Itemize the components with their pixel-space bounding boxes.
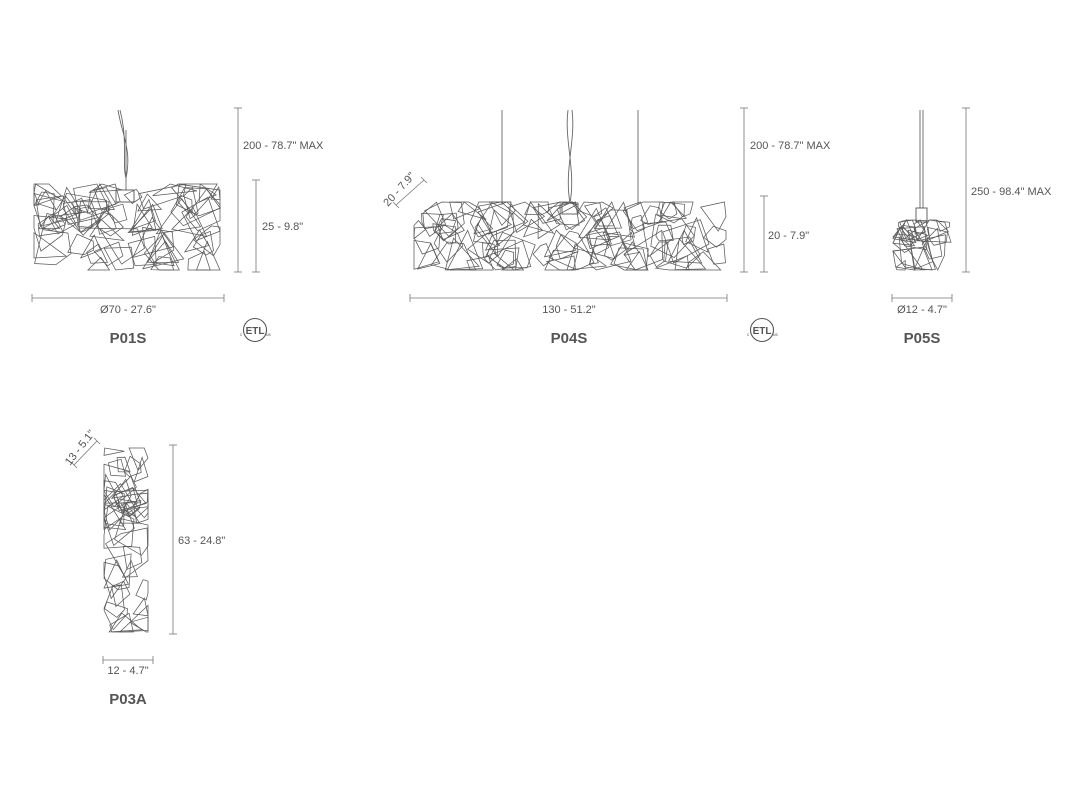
p04s-power-cable [566, 109, 574, 204]
p05s-height-max-label: 250 - 98.4" MAX [971, 186, 1052, 198]
product-p03a: 63 - 24.8" 12 - 4.7" 13 - 5.1" P03A [63, 428, 226, 708]
p03a-dimension-lines [70, 437, 177, 664]
p04s-depth-label: 20 - 7.9" [381, 170, 418, 209]
p01s-diameter-label: Ø70 - 27.6" [100, 304, 156, 316]
p03a-height-label: 63 - 24.8" [178, 535, 225, 547]
p04s-model-label: P04S [551, 330, 588, 347]
p03a-wireframe-body [103, 447, 149, 633]
p01s-height-max-label: 200 - 78.7" MAX [243, 140, 324, 152]
p03a-width-label: 12 - 4.7" [107, 665, 148, 677]
p05s-diameter-label: Ø12 - 4.7" [897, 304, 947, 316]
p05s-lamp-drawing [892, 110, 952, 271]
p01s-lamp-drawing [33, 109, 221, 271]
p01s-model-label: P01S [110, 330, 147, 347]
svg-text:c: c [240, 332, 243, 337]
p03a-model-label: P03A [109, 691, 147, 708]
svg-text:c: c [747, 332, 750, 337]
svg-text:us: us [773, 332, 779, 337]
p04s-lamp-drawing [413, 109, 727, 271]
p01s-etl-cert-icon: c us [240, 317, 272, 343]
p03a-depth-label: 13 - 5.1" [63, 428, 98, 468]
p04s-length-label: 130 - 51.2" [542, 304, 596, 316]
p01s-body-height-label: 25 - 9.8" [262, 221, 303, 233]
p05s-wireframe-body [892, 219, 952, 271]
product-p04s: 200 - 78.7" MAX 20 - 7.9" 130 - 51.2" 20… [381, 107, 831, 347]
p03a-lamp-drawing [103, 447, 149, 633]
p05s-model-label: P05S [904, 330, 941, 347]
p01s-dimension-lines [31, 107, 260, 302]
product-p05s: 250 - 98.4" MAX Ø12 - 4.7" P05S [891, 107, 1052, 347]
svg-text:us: us [266, 332, 272, 337]
product-p01s: 200 - 78.7" MAX 25 - 9.8" Ø70 - 27.6" P0… [31, 107, 324, 347]
p04s-dimension-lines [392, 107, 768, 302]
p05s-socket [915, 207, 928, 223]
p01s-wireframe-body [33, 183, 221, 271]
p04s-body-height-label: 20 - 7.9" [768, 230, 809, 242]
p05s-dimension-lines [891, 107, 970, 302]
p04s-wireframe-body [413, 201, 727, 271]
p04s-etl-cert-icon: c us [747, 317, 779, 343]
p04s-height-max-label: 200 - 78.7" MAX [750, 140, 831, 152]
